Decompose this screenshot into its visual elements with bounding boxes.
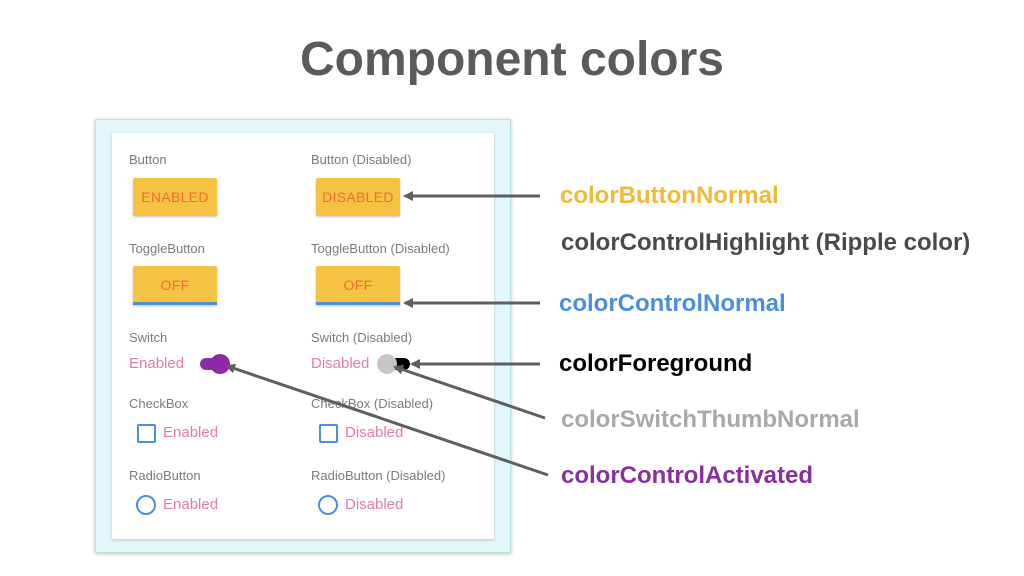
- callout-color-control-activated: colorControlActivated: [561, 462, 814, 489]
- switch-disabled-thumb: [377, 354, 397, 374]
- callout-color-control-highlight: colorControlHighlight (Ripple color): [561, 229, 971, 256]
- toggle-button-disabled-label: ToggleButton (Disabled): [311, 241, 450, 256]
- button-disabled-label: Button (Disabled): [311, 152, 412, 167]
- button-label: Button: [129, 152, 167, 167]
- toggle-button-label: ToggleButton: [129, 241, 205, 256]
- checkbox-label: CheckBox: [129, 396, 189, 411]
- arrow-control-activated: [225, 363, 549, 477]
- radio-button[interactable]: [136, 495, 156, 515]
- switch-enabled-text: Enabled: [129, 355, 185, 372]
- switch-thumb: [210, 354, 230, 374]
- radio-button-disabled-label: RadioButton (Disabled): [311, 468, 446, 483]
- toggle-button-disabled[interactable]: OFF: [316, 266, 400, 305]
- callout-color-foreground: colorForeground: [559, 350, 753, 377]
- checkbox-disabled-label: CheckBox (Disabled): [311, 396, 434, 411]
- enabled-button[interactable]: ENABLED: [133, 178, 217, 216]
- checkbox-enabled-text: Enabled: [163, 424, 219, 441]
- switch-disabled-label: Switch (Disabled): [311, 330, 413, 345]
- checkbox-disabled[interactable]: [319, 424, 338, 443]
- radio-button-disabled[interactable]: [318, 495, 338, 515]
- callout-color-switch-thumb-normal: colorSwitchThumbNormal: [561, 406, 860, 433]
- toggle-button[interactable]: OFF: [133, 266, 217, 305]
- radio-button-label: RadioButton: [129, 468, 201, 483]
- switch-disabled-text: Disabled: [311, 355, 370, 372]
- radio-disabled-text: Disabled: [345, 496, 404, 513]
- slide-title: Component colors: [299, 33, 724, 86]
- callout-color-control-normal: colorControlNormal: [559, 290, 786, 317]
- arrow-switch-thumb-normal: [393, 364, 546, 420]
- callout-color-button-normal: colorButtonNormal: [560, 182, 779, 209]
- disabled-button[interactable]: DISABLED: [316, 178, 400, 216]
- checkbox-disabled-text: Disabled: [345, 424, 404, 441]
- switch-label: Switch: [129, 330, 168, 345]
- checkbox[interactable]: [137, 424, 156, 443]
- radio-enabled-text: Enabled: [163, 496, 219, 513]
